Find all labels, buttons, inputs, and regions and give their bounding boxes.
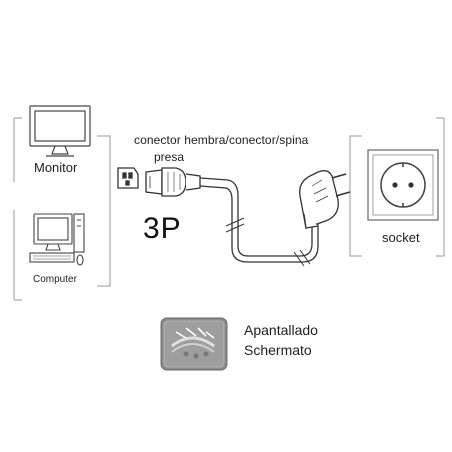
connector-label-line2: presa: [154, 150, 185, 164]
device-bracket: [13, 117, 111, 301]
monitor-icon: [29, 105, 91, 157]
desktop-computer-icon: [29, 213, 85, 266]
wall-socket-icon: [367, 149, 439, 221]
power-cable: [199, 177, 319, 267]
connector-label-line1: conector hembra/conector/spina: [134, 133, 309, 147]
shielded-cable-icon: [160, 317, 228, 371]
schuko-plug-icon: [299, 170, 351, 229]
socket-bracket: [349, 117, 445, 257]
iec-c13-plug-icon: [145, 167, 201, 197]
socket-label: socket: [382, 230, 420, 245]
monitor-label: Monitor: [34, 160, 78, 175]
iec-c14-inlet-icon: [117, 167, 139, 189]
shield-label-line2: Schermato: [244, 342, 312, 358]
computer-label: Computer: [33, 274, 77, 285]
pin-count-label: 3P: [143, 212, 182, 245]
shield-label-line1: Apantallado: [244, 322, 318, 338]
